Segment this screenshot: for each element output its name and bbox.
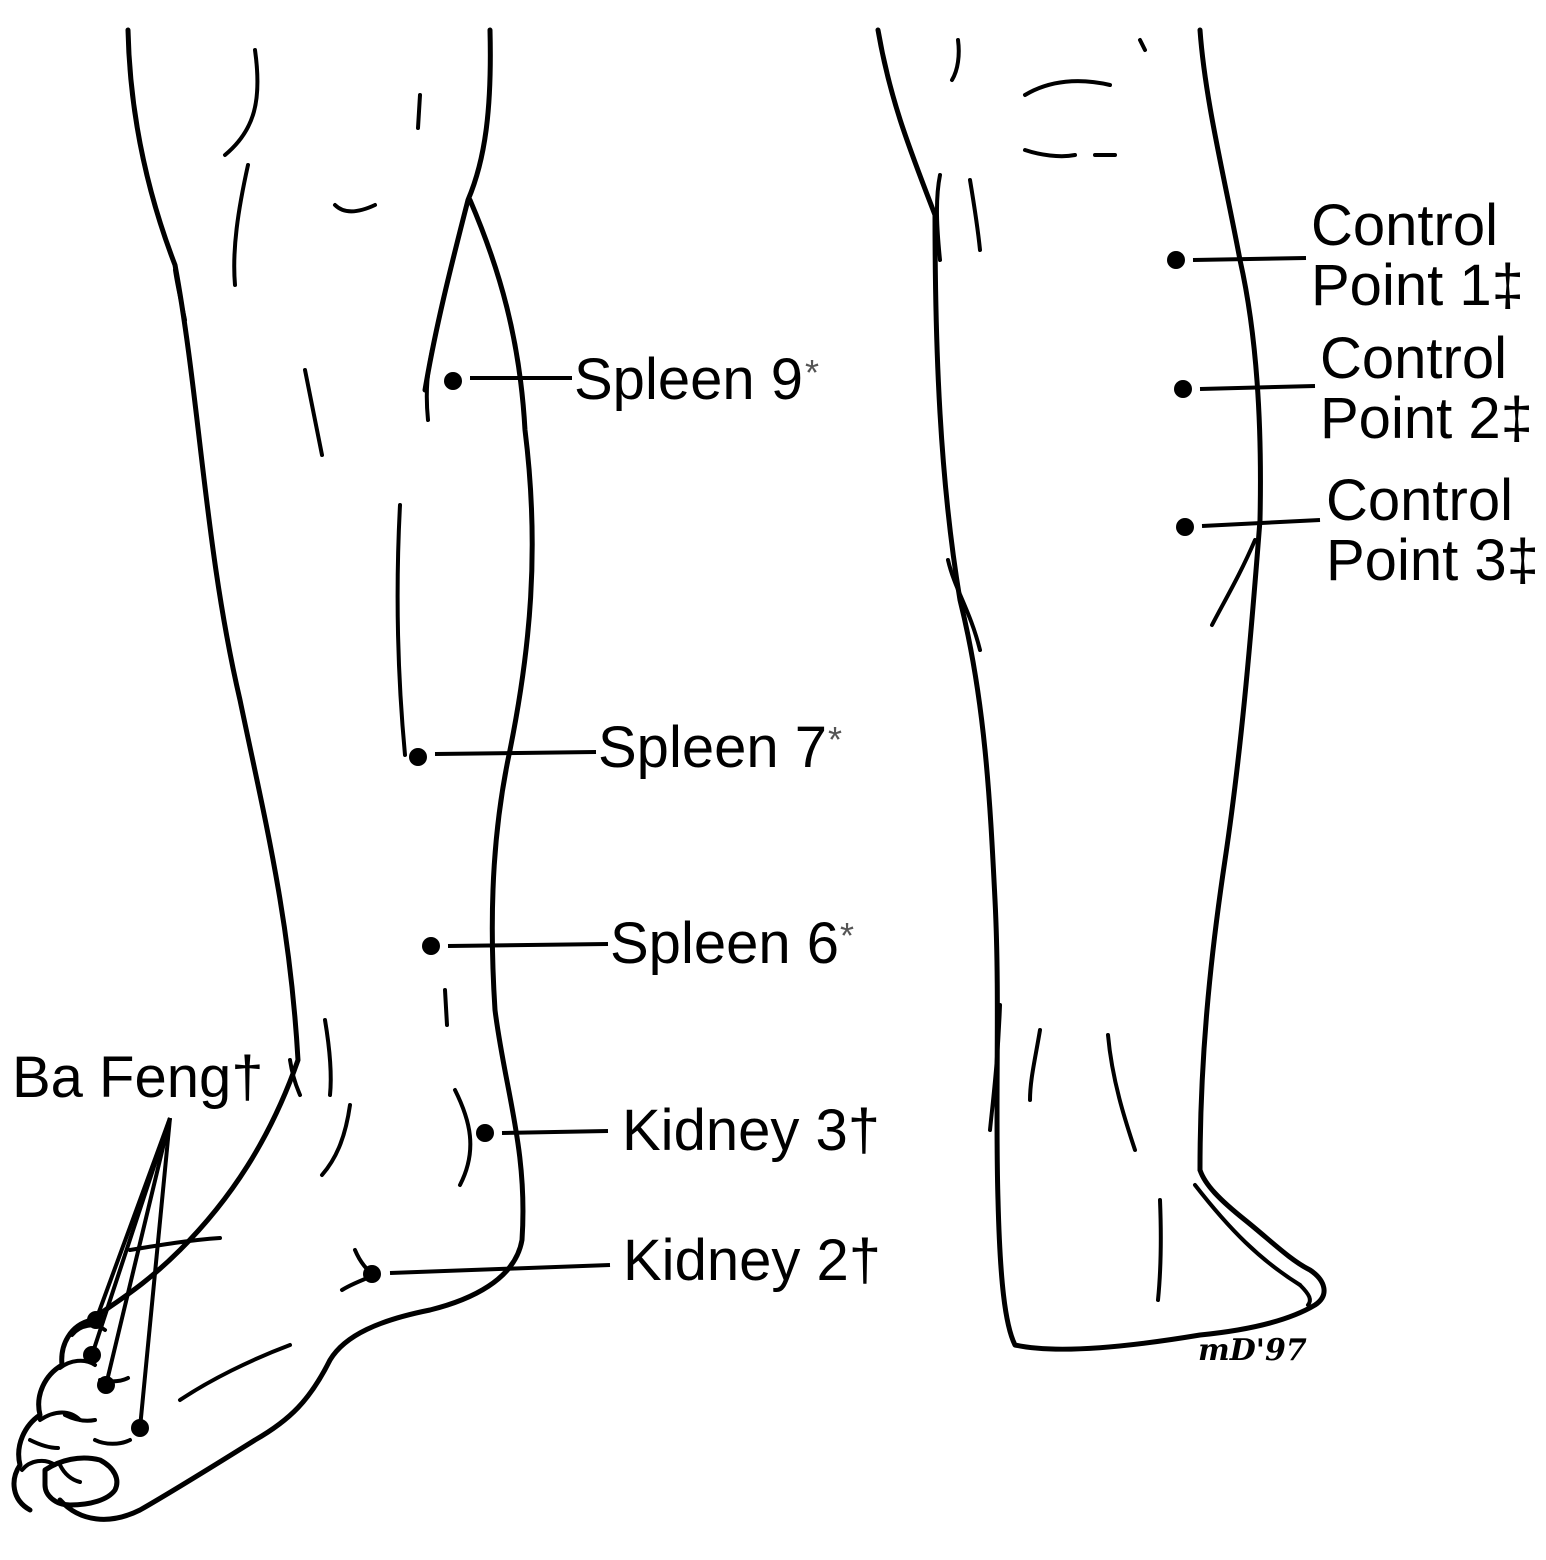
spleen-7-marker: Spleen 7 * [409,715,842,780]
ba-feng-leader-3 [106,1118,170,1385]
spleen-6-marker: Spleen 6 * [422,911,854,976]
control-point-1-line1: Control [1311,193,1498,258]
ba-feng-dot-1 [87,1311,105,1329]
ba-feng-dot-4 [131,1419,149,1437]
kidney-2-dot [363,1265,381,1283]
spleen-6-leader [448,944,608,946]
spleen-7-label: Spleen 7 [598,715,827,780]
spleen-7-leader [435,752,596,754]
front-leg-drawing [14,30,532,1519]
spleen-9-asterisk: * [805,352,819,393]
kidney-2-marker: Kidney 2† [363,1228,881,1293]
control-point-2-leader [1200,386,1315,389]
spleen-6-asterisk: * [840,915,854,956]
ba-feng-dot-3 [97,1376,115,1394]
control-point-3-dot [1176,518,1194,536]
control-point-3-line1: Control [1326,468,1513,533]
kidney-2-leader [390,1265,610,1273]
spleen-9-dot [444,372,462,390]
spleen-6-dot [422,937,440,955]
spleen-9-marker: Spleen 9 * [444,347,819,412]
spleen-6-label: Spleen 6 [610,911,839,976]
kidney-3-leader [502,1131,608,1133]
control-point-3-marker: Control Point 3‡ [1176,468,1539,593]
kidney-3-marker: Kidney 3† [476,1098,880,1163]
control-point-1-line2: Point 1‡ [1311,253,1524,318]
spleen-7-dot [409,748,427,766]
control-point-3-line2: Point 3‡ [1326,528,1539,593]
control-point-2-line2: Point 2‡ [1320,386,1533,451]
control-point-2-line1: Control [1320,326,1507,391]
kidney-3-label: Kidney 3† [622,1098,880,1163]
ba-feng-dot-2 [83,1346,101,1364]
ba-feng-label: Ba Feng† [12,1045,264,1110]
kidney-3-dot [476,1124,494,1142]
control-point-1-leader [1193,258,1306,260]
control-point-1-marker: Control Point 1‡ [1167,193,1524,318]
spleen-9-label: Spleen 9 [574,347,803,412]
kidney-2-label: Kidney 2† [623,1228,881,1293]
artist-signature: mD'97 [1198,1333,1307,1368]
back-leg-drawing [878,30,1324,1349]
control-point-1-dot [1167,251,1185,269]
control-point-2-marker: Control Point 2‡ [1174,326,1533,451]
spleen-7-asterisk: * [828,719,842,760]
control-point-2-dot [1174,380,1192,398]
